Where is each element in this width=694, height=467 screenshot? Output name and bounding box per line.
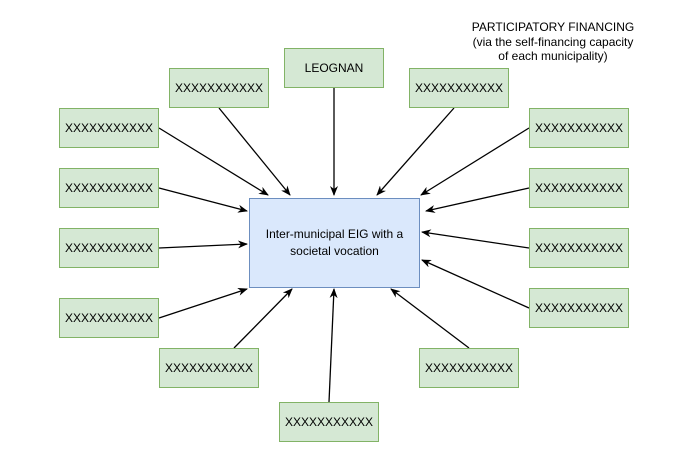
municipality-node[interactable]: XXXXXXXXXXX: [59, 168, 159, 208]
connector-arrow: [158, 127, 269, 196]
connector-arrow: [421, 229, 530, 249]
municipality-node-label: XXXXXXXXXXX: [424, 361, 514, 375]
municipality-node[interactable]: XXXXXXXXXXX: [529, 108, 629, 148]
center-node[interactable]: Inter-municipal EIG with a societal voca…: [249, 198, 420, 288]
municipality-node[interactable]: XXXXXXXXXXX: [529, 228, 629, 268]
municipality-node-label: XXXXXXXXXXX: [64, 241, 154, 255]
connector-arrow: [425, 187, 530, 213]
municipality-node[interactable]: XXXXXXXXXXX: [409, 68, 509, 108]
connector-arrow: [421, 259, 530, 309]
connector-arrow: [420, 127, 530, 196]
connector-arrow: [390, 288, 470, 349]
connector-arrow: [233, 288, 293, 349]
center-node-label: Inter-municipal EIG with a societal voca…: [265, 227, 404, 258]
connector-arrow: [376, 107, 455, 196]
connector-arrow: [328, 288, 338, 403]
connector-arrow: [158, 288, 248, 319]
municipality-node-label: XXXXXXXXXXX: [284, 415, 374, 429]
municipality-node-label: XXXXXXXXXXX: [64, 181, 154, 195]
municipality-node[interactable]: XXXXXXXXXXX: [279, 402, 379, 442]
municipality-node[interactable]: XXXXXXXXXXX: [59, 298, 159, 338]
municipality-node[interactable]: XXXXXXXXXXX: [59, 228, 159, 268]
municipality-node[interactable]: XXXXXXXXXXX: [419, 348, 519, 388]
leognan-node[interactable]: LEOGNAN: [284, 48, 384, 88]
financing-note: PARTICIPATORY FINANCING (via the self-fi…: [471, 20, 635, 63]
municipality-node-label: XXXXXXXXXXX: [534, 241, 624, 255]
leognan-node-label: LEOGNAN: [304, 61, 364, 75]
municipality-node-label: XXXXXXXXXXX: [64, 121, 154, 135]
municipality-node-label: XXXXXXXXXXX: [534, 181, 624, 195]
municipality-node-label: XXXXXXXXXXX: [64, 311, 154, 325]
municipality-node-label: XXXXXXXXXXX: [164, 361, 254, 375]
municipality-node[interactable]: XXXXXXXXXXX: [169, 68, 269, 108]
municipality-node[interactable]: XXXXXXXXXXX: [59, 108, 159, 148]
municipality-node-label: XXXXXXXXXXX: [414, 81, 504, 95]
municipality-node[interactable]: XXXXXXXXXXX: [529, 168, 629, 208]
municipality-node-label: XXXXXXXXXXX: [534, 301, 624, 315]
municipality-node[interactable]: XXXXXXXXXXX: [159, 348, 259, 388]
municipality-node-label: XXXXXXXXXXX: [174, 81, 264, 95]
connector-arrow: [218, 107, 291, 196]
municipality-node[interactable]: XXXXXXXXXXX: [529, 288, 629, 328]
municipality-node-label: XXXXXXXXXXX: [534, 121, 624, 135]
connector-arrow: [158, 187, 248, 213]
connector-arrow: [158, 240, 248, 249]
